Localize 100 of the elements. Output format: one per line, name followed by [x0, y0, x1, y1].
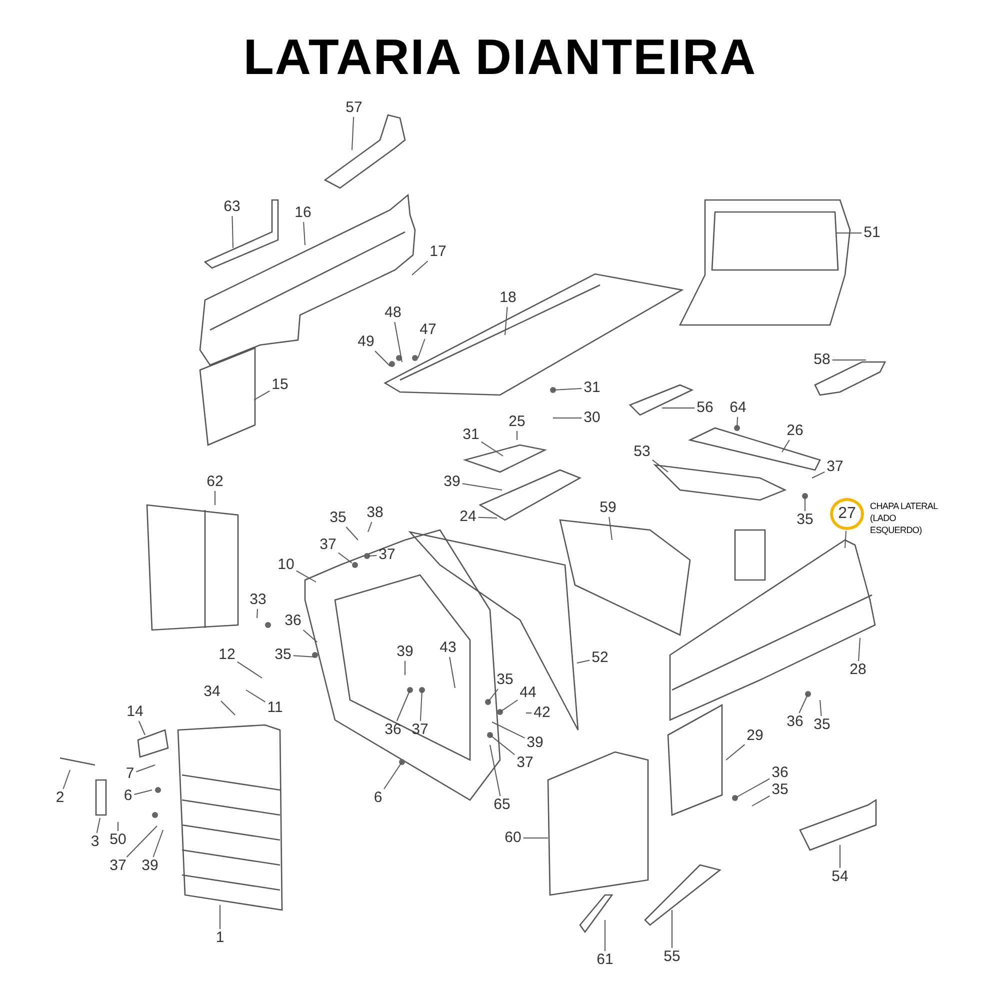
callout-number: 57: [344, 100, 364, 116]
callout-number: 54: [830, 869, 850, 885]
leader-line: [798, 694, 808, 714]
leader-line: [804, 496, 806, 512]
leader-line: [346, 526, 358, 540]
leader-line: [752, 795, 770, 806]
callout-number: 16: [294, 205, 312, 221]
callout-number: 36: [284, 613, 302, 629]
callout-number: 58: [812, 352, 832, 368]
leader-line: [368, 522, 372, 532]
leader-line: [604, 920, 606, 952]
callout-number: 42: [532, 705, 552, 721]
leader-line: [449, 656, 456, 688]
leader-line: [844, 530, 846, 548]
leader-line: [62, 770, 70, 790]
leader-line: [256, 608, 258, 618]
callout-number: 2: [54, 790, 66, 806]
title: LATARIA DIANTEIRA: [243, 28, 757, 86]
callout-number: 44: [518, 685, 538, 701]
callout-number: 6: [372, 790, 384, 806]
leader-line: [492, 722, 526, 738]
callout-number: 31: [582, 380, 602, 396]
callout-number: 39: [396, 644, 414, 660]
leader-line: [374, 350, 390, 366]
leader-line: [608, 516, 612, 540]
leader-line: [490, 734, 516, 756]
callout-number: 10: [276, 557, 296, 573]
leader-line: [480, 441, 504, 456]
leader-line: [504, 306, 508, 336]
callout-number: 37: [516, 755, 534, 771]
callout-number: 12: [218, 647, 236, 663]
callout-number: 64: [728, 400, 748, 416]
leader-line: [396, 690, 410, 722]
callout-number: 35: [328, 510, 348, 526]
leader-line: [236, 661, 262, 678]
callout-number: 60: [504, 830, 522, 846]
leader-line: [490, 744, 501, 796]
callout-number: 39: [140, 858, 160, 874]
leader-line: [652, 459, 668, 472]
callout-number: 28: [848, 662, 868, 678]
leader-line: [232, 216, 234, 248]
callout-number: 14: [126, 704, 144, 720]
callout-number: 26: [786, 423, 804, 439]
callout-number: 49: [356, 334, 376, 350]
leader-line: [394, 322, 402, 362]
leader-line: [782, 440, 790, 452]
callout-number: 18: [498, 290, 518, 306]
callout-number: 7: [124, 766, 136, 782]
callout-number: 6: [122, 788, 134, 804]
callout-number: 17: [428, 244, 448, 260]
leader-line: [404, 660, 406, 676]
callout-number: 31: [462, 427, 480, 443]
leader-line: [254, 390, 270, 400]
callout-number: 37: [318, 537, 338, 553]
leader-line: [292, 655, 316, 658]
callout-number: 15: [270, 377, 290, 393]
callout-number: 53: [632, 444, 652, 460]
callout-number: 25: [508, 414, 526, 430]
leader-line: [420, 690, 422, 722]
callout-number: 36: [384, 722, 402, 738]
callout-number: 47: [418, 322, 438, 338]
leader-line: [836, 232, 862, 234]
callout-number: 38: [366, 505, 384, 521]
callout-number: 24: [458, 509, 478, 525]
leader-line: [368, 555, 378, 556]
leader-line: [384, 762, 402, 790]
callout-number: 39: [526, 735, 544, 751]
callout-number: 39: [442, 474, 462, 490]
leader-line: [462, 483, 502, 490]
leader-line: [296, 570, 316, 582]
callout-number: 48: [384, 305, 402, 321]
callout-number: 62: [206, 474, 224, 490]
callout-number: 35: [770, 782, 790, 798]
leader-line: [734, 778, 770, 798]
leader-line: [418, 338, 426, 358]
leader-line: [352, 116, 354, 150]
leader-line: [152, 830, 164, 858]
callout-number: 51: [862, 225, 882, 241]
callout-number: 11: [266, 700, 284, 716]
leader-line: [726, 744, 746, 760]
callout-number: 33: [248, 592, 268, 608]
leader-line: [412, 260, 428, 276]
leader-line: [526, 712, 532, 714]
leader-line: [138, 720, 146, 736]
callout-number: 36: [770, 765, 790, 781]
leader-line: [576, 660, 590, 664]
leader-line: [302, 630, 318, 642]
callout-number: 37: [410, 722, 430, 738]
callout-number: 37: [378, 547, 396, 563]
callout-number: 37: [826, 459, 844, 475]
leader-line: [820, 700, 822, 716]
leader-line: [136, 764, 156, 772]
callout-number: 52: [590, 650, 610, 666]
leader-line: [812, 471, 826, 478]
highlighted-callout-number: 27: [830, 498, 864, 530]
leader-line: [488, 688, 499, 702]
leader-line: [246, 690, 266, 702]
callout-number: 50: [108, 832, 128, 848]
leader-line: [134, 790, 152, 795]
callout-number: 3: [90, 834, 100, 850]
